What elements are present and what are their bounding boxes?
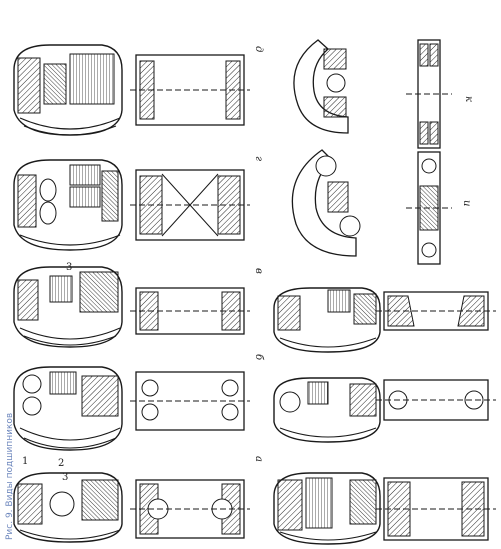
row-label-g: г [253,156,264,161]
row1-cutaway-bearing [13,44,123,136]
part-label-2: 2 [58,458,64,469]
row3-section-view [130,287,250,335]
row-label-d: д [253,46,264,52]
part-label-3: 3 [62,472,68,483]
row3-cutaway-bearing: 3 [13,262,123,348]
right2-thrust-section [406,151,452,265]
right2-thrust-cutaway [291,149,361,257]
row-label-a: а [253,456,264,462]
row4-cutaway-bearing [13,366,123,451]
right3-tapered-section [376,291,496,331]
row4-section-view [130,371,250,431]
row2-section-view [130,169,250,241]
row5-cutaway-bearing [13,472,123,543]
row1-section-view [130,54,250,126]
row-label-v: в [253,268,264,274]
row-label-b: б [253,354,264,361]
right3-tapered-cutaway [273,287,381,353]
part-label-1: 1 [22,456,28,467]
right4-angular-cutaway [273,377,381,443]
part-label-3-top: 3 [66,262,72,273]
right-label-k: к [463,96,474,102]
right5-roller-section [376,477,496,541]
right-label-i: и [461,200,472,206]
right1-thrust-section [406,39,452,149]
margin-handwriting: Рис. 9. Виды подшипников [5,413,15,540]
right1-thrust-cutaway [293,39,349,134]
row2-cutaway-bearing [13,159,123,251]
right5-roller-cutaway [273,472,381,545]
row5-section-view [130,479,250,539]
right4-angular-section [376,379,496,421]
